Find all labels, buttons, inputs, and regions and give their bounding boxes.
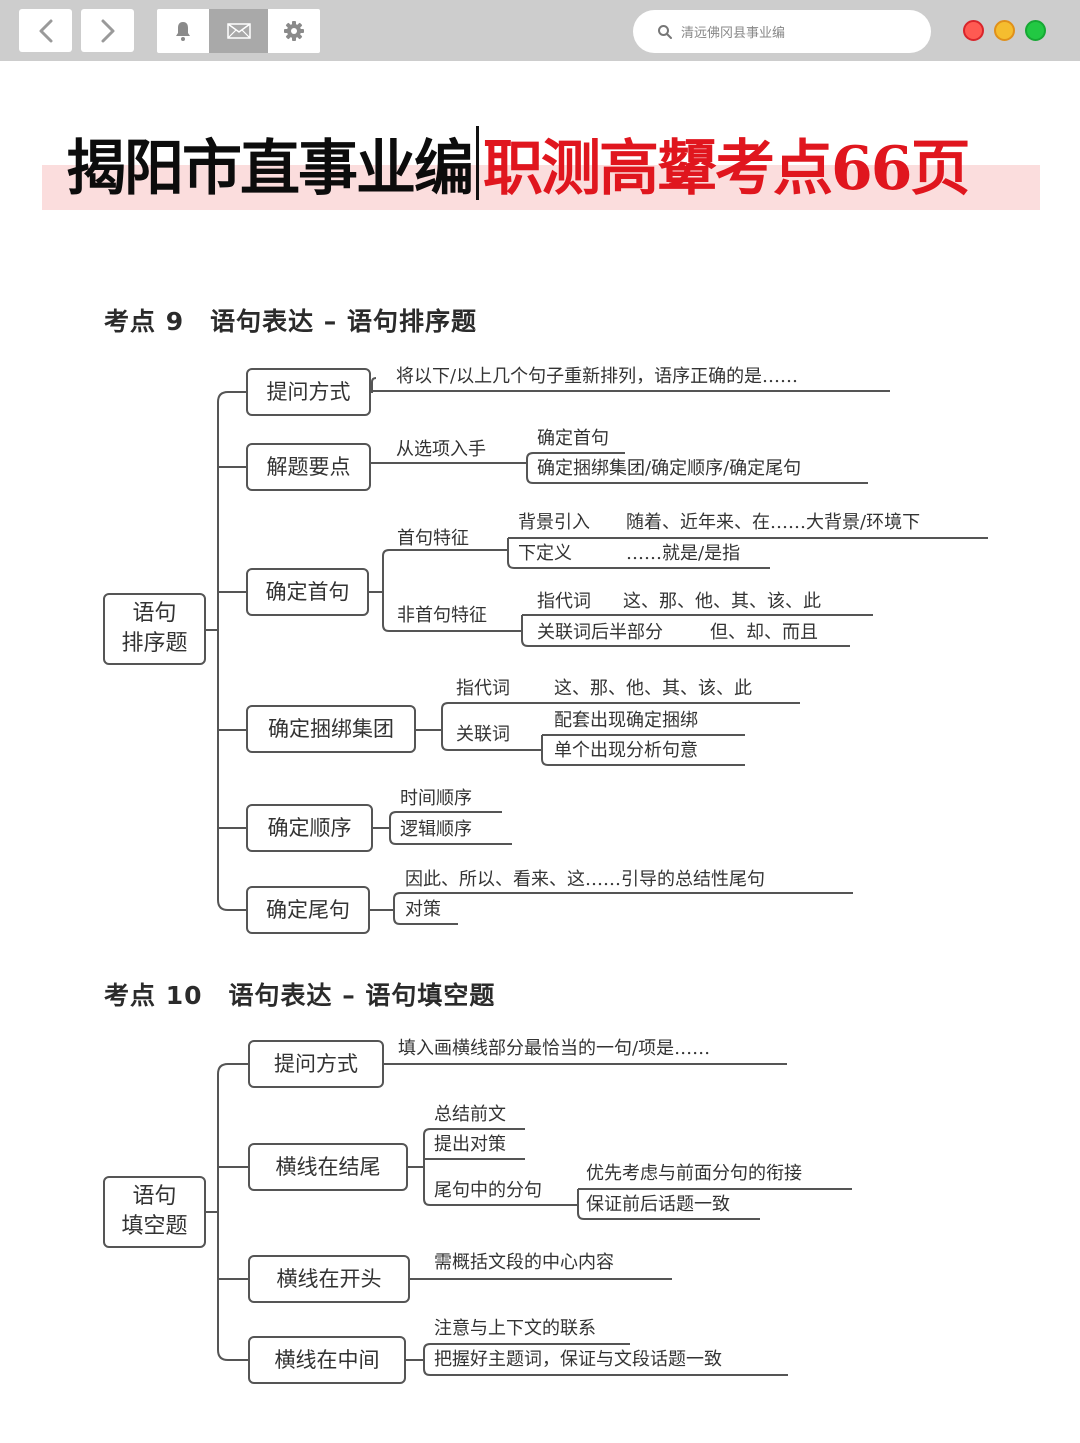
search-bar[interactable]: 清远佛冈县事业编 [633,10,931,53]
leaf-text: 逻辑顺序 [400,819,472,840]
leaf-text: 对策 [405,899,441,920]
leaf-text: 因此、所以、看来、这……引导的总结性尾句 [405,869,765,890]
chevron-left-icon [39,19,52,42]
sub-label: 从选项入手 [396,439,486,460]
maximize-window-button[interactable] [1025,20,1046,41]
back-button[interactable] [19,9,72,52]
sub-label: 尾句中的分句 [434,1180,542,1201]
search-icon [658,24,672,39]
minimize-window-button[interactable] [994,20,1015,41]
notifications-button[interactable] [157,9,209,53]
search-input[interactable]: 清远佛冈县事业编 [681,26,786,41]
node-binding-group: 确定捆绑集团 [246,705,416,753]
title-divider [476,126,479,200]
root-label-line2: 填空题 [121,1214,188,1239]
node-blank-at-start: 横线在开头 [248,1255,410,1303]
node-blank-in-middle: 横线在中间 [248,1336,406,1384]
node-key-points: 解题要点 [246,443,371,491]
leaf-text: 总结前文 [434,1104,506,1125]
leaf-text: 确定首句 [537,428,609,449]
chevron-right-icon [101,19,114,42]
group-label: 首句特征 [397,528,469,549]
title-highlight-band [42,165,1040,210]
item-key: 关联词 [456,724,510,745]
item-key: 关联词后半部分 [537,622,663,643]
bell-icon [176,22,190,41]
item-value: 随着、近年来、在……大背景/环境下 [626,512,921,533]
leaf-text: 保证前后话题一致 [586,1194,730,1215]
node-question-format: 提问方式 [246,368,371,416]
toolbar-button-group [157,9,320,53]
item-key: 指代词 [456,678,510,699]
leaf-text: 单个出现分析句意 [554,740,698,761]
item-key: 下定义 [518,543,572,564]
leaf-text: 优先考虑与前面分句的衔接 [586,1163,802,1184]
section-9-heading: 考点 9 语句表达 – 语句排序题 [104,307,478,336]
close-window-button[interactable] [963,20,984,41]
node-first-sentence: 确定首句 [246,568,369,616]
root-label-line1: 语句 [132,1184,177,1209]
leaf-text: 把握好主题词，保证与文段话题一致 [434,1349,722,1370]
leaf-text: 配套出现确定捆绑 [554,710,698,731]
item-value: ……就是/是指 [626,543,741,564]
browser-toolbar: 清远佛冈县事业编 [0,0,1080,61]
mail-button[interactable] [209,9,268,53]
page-title: 揭阳市直事业编 职测高顰考点66页 [66,118,970,208]
title-left: 揭阳市直事业编 [66,133,474,204]
leaf-text: 填入画横线部分最恰当的一句/项是…… [398,1038,711,1059]
node-question-format: 提问方式 [248,1040,384,1088]
leaf-text: 需概括文段的中心内容 [434,1252,614,1273]
root-node-sentence-ordering: 语句 排序题 [103,593,206,665]
item-key: 背景引入 [518,512,590,533]
title-right: 职测高顰考点66页 [483,133,970,204]
leaf-text: 时间顺序 [400,788,472,809]
node-last-sentence: 确定尾句 [246,886,370,934]
group-label: 非首句特征 [397,605,487,626]
item-value: 这、那、他、其、该、此 [623,591,821,612]
section-10-heading: 考点 10 语句表达 – 语句填空题 [104,981,496,1010]
item-key: 指代词 [537,591,591,612]
forward-button[interactable] [81,9,134,52]
gear-icon [284,21,304,41]
mail-icon [226,23,251,39]
leaf-text: 确定捆绑集团/确定顺序/确定尾句 [537,458,802,479]
root-node-fill-in: 语句 填空题 [103,1176,206,1248]
item-value: 但、却、而且 [710,622,818,643]
root-label-line2: 排序题 [121,631,188,656]
root-label-line1: 语句 [132,601,177,626]
settings-button[interactable] [268,9,320,53]
node-blank-at-end: 横线在结尾 [248,1143,408,1191]
leaf-text: 提出对策 [434,1134,506,1155]
item-value: 这、那、他、其、该、此 [554,678,752,699]
node-order: 确定顺序 [246,804,373,852]
leaf-text: 将以下/以上几个句子重新排列，语序正确的是…… [396,366,799,387]
leaf-text: 注意与上下文的联系 [434,1318,596,1339]
